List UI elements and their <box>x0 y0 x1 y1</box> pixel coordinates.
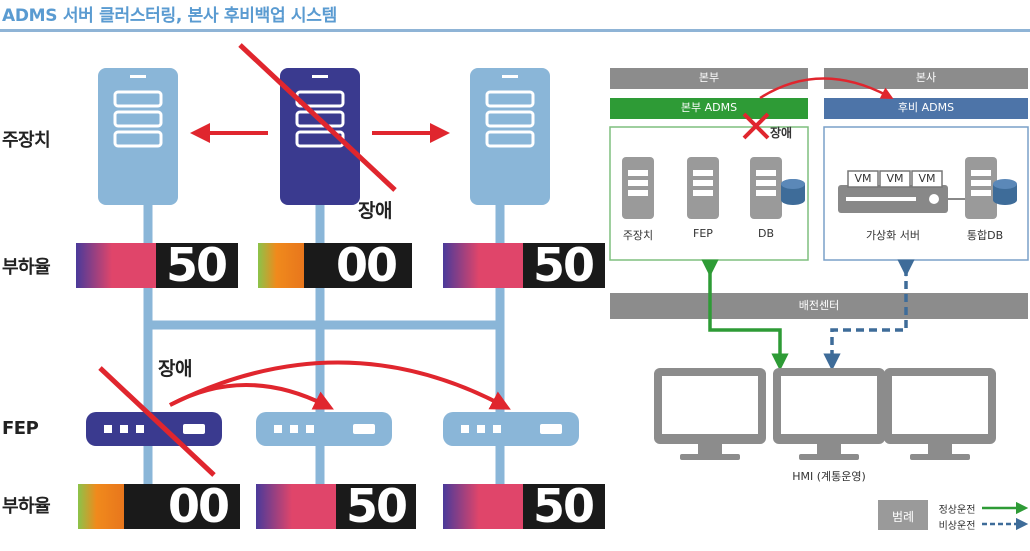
server-load-1: 50 <box>166 238 228 292</box>
bar-left: 본부 ADMS <box>680 101 738 114</box>
load-bar-server-2 <box>258 243 412 288</box>
failure-label-fep: 장애 <box>158 358 192 380</box>
server-left <box>98 68 178 205</box>
integrated-db-server <box>965 157 1017 219</box>
monitor-left <box>654 368 766 460</box>
mini-server-fep <box>687 157 719 219</box>
legend-normal: 정상운전 <box>938 505 976 516</box>
row-label-load2: 부하율 <box>2 496 51 517</box>
failure-label-right: 장애 <box>770 126 793 140</box>
header-right: 본사 <box>915 71 937 84</box>
header-right-bg <box>824 68 1028 89</box>
load-bar-server-3 <box>443 243 605 288</box>
load-bar-fep-3 <box>443 484 605 529</box>
failure-slash-fep <box>98 366 216 477</box>
fep-center <box>256 412 392 446</box>
center-bar: 배전센터 <box>798 299 840 312</box>
server-right <box>470 68 550 205</box>
item-db: DB <box>757 227 775 240</box>
fep-load-1: 00 <box>168 479 230 533</box>
item-fep: FEP <box>693 227 713 240</box>
bar-right: 후비 ADMS <box>897 101 955 114</box>
monitor-center <box>773 368 885 460</box>
legend-title: 범례 <box>891 510 915 524</box>
header-left-bg <box>610 68 808 89</box>
row-label-server: 주장치 <box>2 130 51 151</box>
normal-path-arrow <box>701 259 789 371</box>
backup-switch-arrow <box>759 77 894 100</box>
bar-left-bg <box>610 98 808 119</box>
title-rule <box>0 29 1030 32</box>
legend-emergency: 비상운전 <box>938 521 976 532</box>
vm-label-2: VM <box>886 172 904 185</box>
page-title: ADMS 서버 클러스터링, 본사 후비백업 시스템 <box>2 6 337 26</box>
load-bar-fep-2 <box>256 484 416 529</box>
item-virtual-server: 가상화 서버 <box>865 229 921 242</box>
server-center-failed <box>280 68 360 205</box>
item-integrated-db: 통합DB <box>966 229 1004 242</box>
load-bar-fep-1 <box>78 484 240 529</box>
row-label-fep: FEP <box>2 418 39 439</box>
server-load-2: 00 <box>336 238 398 292</box>
hmi-label: HMI (계통운영) <box>792 470 866 483</box>
server-load-3: 50 <box>533 238 595 292</box>
mini-server-main <box>622 157 654 219</box>
monitor-right <box>884 368 996 460</box>
bar-right-bg <box>824 98 1028 119</box>
row-label-load1: 부하율 <box>2 257 51 278</box>
vm-label-3: VM <box>918 172 936 185</box>
fep-failover-arrow-2 <box>169 360 511 410</box>
vm-label-1: VM <box>854 172 872 185</box>
fep-left-failed <box>86 412 222 446</box>
center-bar-bg <box>610 293 1028 319</box>
mini-server-db <box>750 157 805 219</box>
fep-load-3: 50 <box>533 479 595 533</box>
failure-label-server: 장애 <box>358 200 392 222</box>
emergency-path-arrow <box>823 259 915 371</box>
virtualization-server <box>838 170 948 213</box>
item-main: 주장치 <box>622 229 654 242</box>
fep-load-2: 50 <box>346 479 408 533</box>
fep-right <box>443 412 579 446</box>
load-bar-server-1 <box>76 243 238 288</box>
header-left: 본부 <box>698 71 720 84</box>
failure-slash-server <box>238 43 397 192</box>
legend-box <box>878 500 928 530</box>
failure-x-2 <box>742 112 770 140</box>
